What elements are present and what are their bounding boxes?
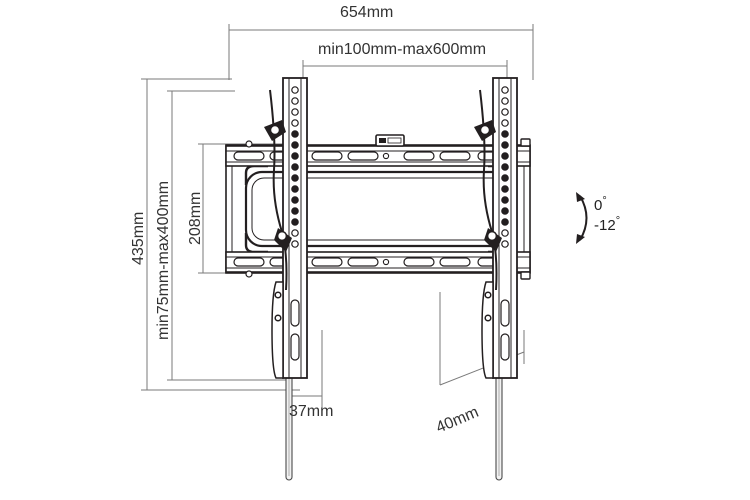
label-overall-height: 435mm: [130, 211, 147, 265]
tilt-arc-indicator: [576, 192, 588, 244]
left-lock-lever: [264, 89, 292, 291]
label-overall-width: 654mm: [340, 4, 394, 21]
label-vesa-height-range: min75mm-max400mm: [155, 180, 172, 340]
pull-rods: [285, 289, 503, 481]
wall-mount-bracket: [225, 77, 531, 379]
right-slider-tongue: [481, 281, 494, 379]
degree-symbol-icon: °: [615, 214, 621, 227]
right-rail-lower-slots: [500, 299, 510, 361]
top-mounting-slots: [233, 151, 509, 161]
tilt-angle-top-value: 0: [594, 197, 603, 214]
left-slider-tongue: [271, 281, 284, 379]
degree-symbol-icon: °: [602, 195, 607, 207]
plate-side-tabs: [520, 138, 531, 280]
bubble-level: [375, 134, 405, 147]
label-depth-left: 37mm: [289, 403, 334, 420]
label-plate-height: 208mm: [187, 191, 204, 245]
tilt-angle-readout: 0° -12°: [594, 195, 620, 235]
right-lock-lever: [474, 89, 502, 291]
tilt-angle-top-row: 0°: [594, 195, 620, 215]
tilt-angle-bottom-row: -12°: [594, 215, 620, 235]
bottom-mounting-slots: [233, 257, 509, 267]
left-rail-hole-column: [291, 86, 299, 248]
left-rail-lower-slots: [290, 299, 300, 361]
left-vertical-rail: [264, 77, 308, 379]
tilt-angle-bottom-value: -12: [594, 216, 616, 234]
right-vertical-rail: [474, 77, 518, 379]
label-vesa-width-range: min100mm-max600mm: [318, 41, 487, 58]
bracket-inner-window: [244, 170, 512, 248]
right-rail-hole-column: [501, 86, 509, 248]
